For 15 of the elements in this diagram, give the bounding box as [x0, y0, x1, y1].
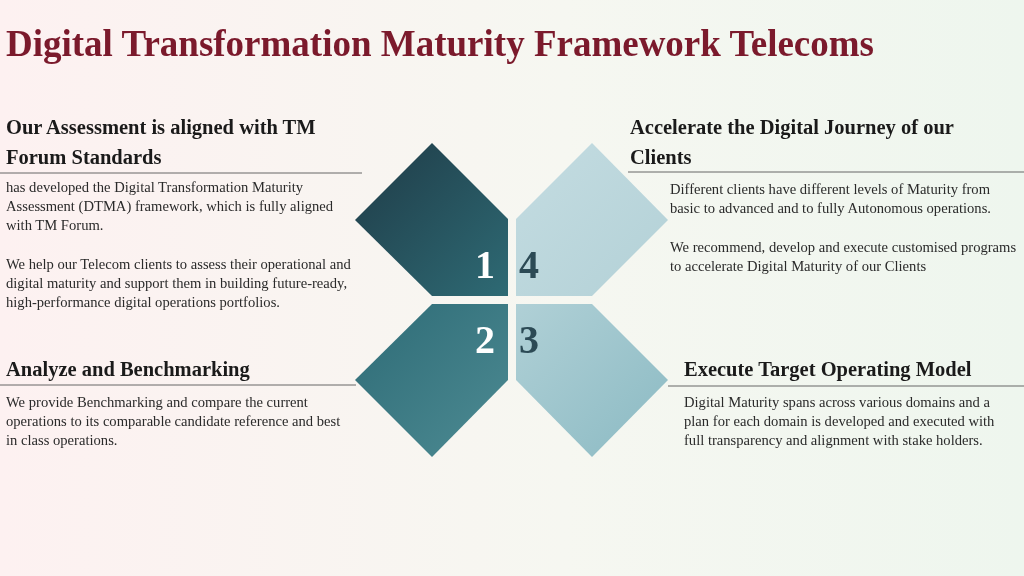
body-text: Digital Maturity spans across various domains and a plan for each domain is developed and executed with full transparency and alignment with stake holders. — [684, 393, 996, 450]
section-heading: Our Assessment is aligned with TM Forum Standards — [6, 115, 317, 170]
step-number: 2 — [475, 318, 495, 362]
step-number: 1 — [475, 243, 495, 287]
body-text: has developed the Digital Transformation Maturity Assessment (DTMA) framework, which is fully aligned with TM Forum. — [6, 178, 335, 235]
section-heading: Analyze and Benchmarking — [6, 357, 251, 383]
step-number: 3 — [519, 318, 539, 362]
section-heading: Accelerate the Digital Journey of our Clients — [630, 115, 955, 170]
body-text: We provide Benchmarking and compare the current operations to its comparable candidate reference and best in class operations. — [6, 393, 342, 450]
title: Digital Transformation Maturity Framework Telecoms — [6, 22, 874, 65]
body-text: We recommend, develop and execute customised programs to accelerate Digital Maturity of our Clients — [670, 238, 1018, 276]
section-heading: Execute Target Operating Model — [684, 357, 973, 383]
body-text: Different clients have different levels of Maturity from basic to advanced and to fully Autonomous operations. — [670, 180, 992, 218]
body-text: We help our Telecom clients to assess their operational and digital maturity and support them in building future-ready, high-performance digital operations portfolios. — [6, 255, 352, 312]
step-number: 4 — [519, 243, 539, 287]
